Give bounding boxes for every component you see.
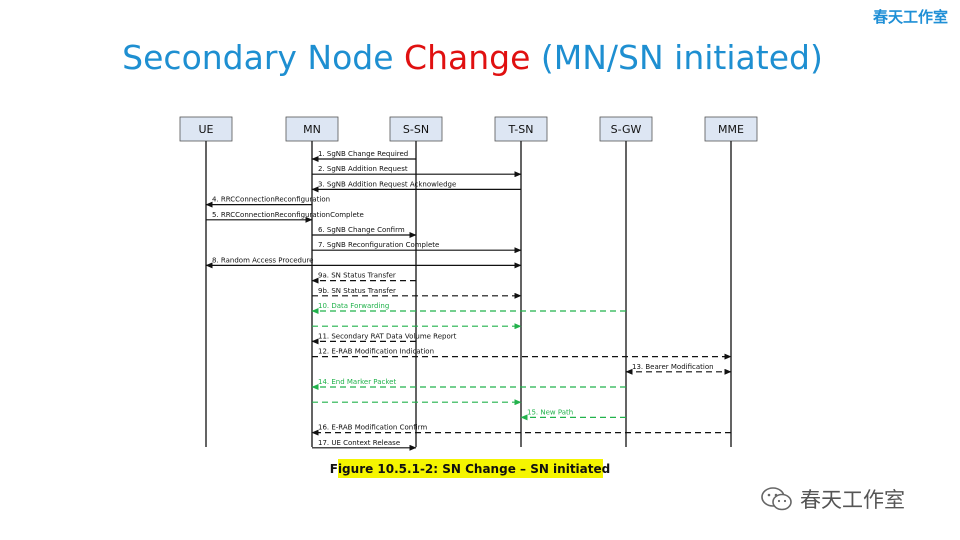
node-box-ue <box>179 116 233 142</box>
slide-title: Secondary Node Change (MN/SN initiated) <box>0 38 945 77</box>
message-label: 9a. SN Status Transfer <box>318 272 396 280</box>
message-4: 4. RRCConnectionReconfiguration <box>205 196 330 208</box>
message-label: 15. New Path <box>527 408 573 416</box>
wechat-icon <box>761 487 792 511</box>
message-label: 16. E-RAB Modification Confirm <box>318 424 427 432</box>
message-10: 9b. SN Status Transfer <box>312 287 522 299</box>
message-label: 11. Secondary RAT Data Volume Report <box>318 332 457 340</box>
message-label: 3. SgNB Addition Request Acknowledge <box>318 180 456 188</box>
message-label: 2. SgNB Addition Request <box>318 165 408 173</box>
node-label-s-sn: S-SN <box>403 123 429 136</box>
node-box-s-gw <box>599 116 653 142</box>
message-13: 11. Secondary RAT Data Volume Report <box>311 332 457 345</box>
node-label-mme: MME <box>718 123 744 136</box>
watermark: 春天工作室 <box>760 484 905 514</box>
watermark-text: 春天工作室 <box>800 488 905 512</box>
message-label: 5. RRCConnectionReconfigurationComplete <box>212 211 364 219</box>
message-label: 8. Random Access Procedure <box>212 256 313 264</box>
figure-caption: Figure 10.5.1-2: SN Change – SN initiate… <box>330 459 610 478</box>
title-post: (MN/SN initiated) <box>530 38 823 77</box>
message-11: 10. Data Forwarding <box>311 302 626 314</box>
message-1: 1. SgNB Change Required <box>311 150 416 162</box>
message-7: 7. SgNB Reconfiguration Complete <box>312 241 522 254</box>
message-3: 3. SgNB Addition Request Acknowledge <box>311 180 521 193</box>
sequence-diagram: UE MN S-SN T-SN S-GW MME 1. SgNB Change Requi… <box>179 116 758 478</box>
message-9: 9a. SN Status Transfer <box>311 272 416 284</box>
message-label: 6. SgNB Change Confirm <box>318 226 405 234</box>
message-16: 14. End Marker Packet <box>311 378 626 390</box>
message-label: 4. RRCConnectionReconfiguration <box>212 196 330 204</box>
message-label: 9b. SN Status Transfer <box>318 287 396 295</box>
message-2: 2. SgNB Addition Request <box>312 165 522 178</box>
message-label: 12. E-RAB Modification Indication <box>318 348 434 356</box>
message-8: 8. Random Access Procedure <box>205 256 522 269</box>
message-18: 15. New Path <box>520 408 626 421</box>
figure-caption-text: Figure 10.5.1-2: SN Change – SN initiate… <box>330 462 610 476</box>
message-6: 6. SgNB Change Confirm <box>312 226 417 238</box>
message-14: 12. E-RAB Modification Indication <box>312 348 732 360</box>
node-box-mn <box>285 116 339 142</box>
message-label: 13. Bearer Modification <box>632 363 714 371</box>
message-label: 10. Data Forwarding <box>318 302 389 310</box>
node-label-mn: MN <box>303 123 321 136</box>
message-label: 7. SgNB Reconfiguration Complete <box>318 241 439 249</box>
brand-logo-text: 春天工作室 <box>872 8 948 26</box>
message-label: 17. UE Context Release <box>318 439 400 447</box>
node-label-s-gw: S-GW <box>611 123 642 136</box>
message-20: 17. UE Context Release <box>312 439 417 451</box>
message-5: 5. RRCConnectionReconfigurationComplete <box>206 211 364 223</box>
node-box-mme <box>704 116 758 142</box>
title-highlight: Change <box>404 38 531 77</box>
node-label-t-sn: T-SN <box>508 123 534 136</box>
title-pre: Secondary Node <box>122 38 405 77</box>
node-box-s-sn <box>389 116 443 142</box>
message-label: 1. SgNB Change Required <box>318 150 408 158</box>
sequence-diagram-figure: UE MN S-SN T-SN S-GW MME 1. SgNB Change Requi… <box>168 105 768 485</box>
node-label-ue: UE <box>198 123 213 136</box>
message-19: 16. E-RAB Modification Confirm <box>311 424 731 436</box>
message-label: 14. End Marker Packet <box>318 378 396 386</box>
message-15: 13. Bearer Modification <box>625 363 732 375</box>
